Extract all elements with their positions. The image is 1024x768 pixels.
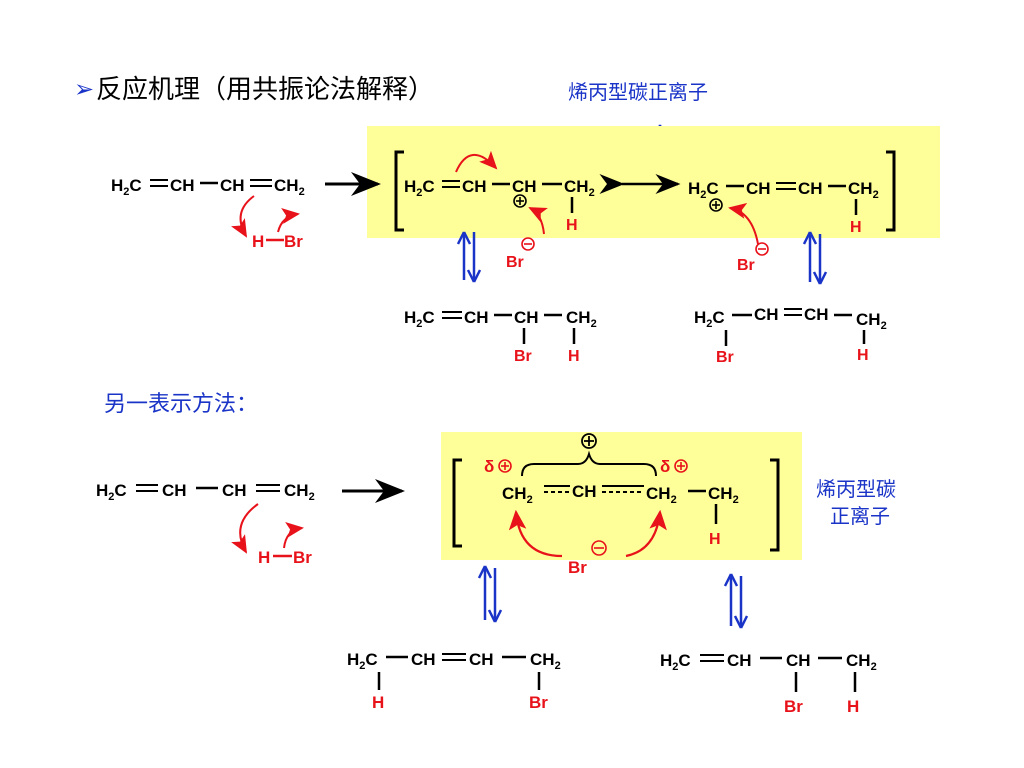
allyl-cation-label-bottom-2: 正离子 (830, 504, 890, 528)
title-bullet: ➢ (74, 76, 94, 103)
bracket-right-top (886, 150, 896, 232)
svg-text:CH2: CH2 (856, 310, 887, 332)
delocalized-allyl-cation: δ δ CH2 CH CH2 CH2 H Br (484, 433, 739, 577)
svg-text:H: H (258, 548, 270, 567)
svg-text:H: H (372, 693, 384, 712)
svg-text:H: H (857, 347, 869, 364)
svg-text:CH2: CH2 (846, 651, 877, 673)
bottom-product-2: H2C CH CH CH2 Br H (660, 651, 877, 716)
svg-text:Br: Br (716, 349, 734, 366)
plus-charge-icon (513, 194, 527, 208)
svg-text:CH2: CH2 (530, 650, 561, 672)
bracket-left-bottom (452, 458, 462, 548)
equilibrium-arrow-bottom-left (477, 565, 503, 623)
svg-text:H2C: H2C (694, 308, 725, 330)
svg-text:CH: CH (572, 482, 597, 501)
svg-text:Br: Br (514, 348, 532, 365)
resonance-form-1: H2C CH CH CH2 H (404, 150, 595, 235)
svg-text:CH2: CH2 (566, 308, 597, 330)
bromide-ion-2: Br (737, 242, 769, 274)
highlight-box-bottom (441, 432, 802, 560)
svg-text:CH: CH (746, 179, 771, 198)
svg-text:H: H (850, 219, 862, 236)
top-product-1: H2C CH CH CH2 Br H (404, 308, 597, 365)
svg-text:H2C: H2C (660, 651, 691, 673)
svg-text:CH: CH (786, 651, 811, 670)
svg-text:CH: CH (798, 179, 823, 198)
svg-text:H: H (566, 217, 578, 234)
svg-text:CH: CH (464, 308, 489, 327)
bottom-reactant: H2C CH CH CH2 H Br (96, 481, 315, 567)
svg-text:H2C: H2C (111, 176, 142, 198)
svg-text:CH: CH (220, 176, 245, 195)
svg-text:CH: CH (469, 650, 494, 669)
svg-text:CH: CH (462, 177, 487, 196)
brace-bottom (521, 450, 657, 477)
svg-text:H: H (709, 531, 721, 548)
svg-text:CH: CH (170, 176, 195, 195)
page-title: 反应机理（用共振论法解释） (96, 75, 434, 105)
svg-text:H2C: H2C (404, 308, 435, 330)
svg-text:CH: CH (754, 305, 779, 324)
svg-text:CH: CH (512, 177, 537, 196)
svg-text:δ: δ (660, 457, 670, 476)
svg-text:CH2: CH2 (848, 179, 879, 201)
plus-charge-icon (709, 198, 723, 212)
svg-text:H: H (847, 697, 859, 716)
resonance-form-2: H2C CH CH CH2 H (688, 179, 879, 245)
plus-charge-icon (581, 433, 597, 449)
svg-text:CH: CH (162, 481, 187, 500)
svg-text:CH: CH (514, 308, 539, 327)
bracket-right-bottom (770, 458, 780, 552)
svg-text:H2C: H2C (688, 179, 719, 201)
allyl-cation-label-bottom-1: 烯丙型碳 (816, 477, 896, 501)
svg-text:CH2: CH2 (274, 176, 305, 198)
svg-text:Br: Br (529, 693, 548, 712)
top-reactant: H2C CH CH CH2 H Br (111, 176, 305, 251)
svg-text:CH: CH (411, 650, 436, 669)
svg-text:CH: CH (222, 481, 247, 500)
svg-text:Br: Br (784, 697, 803, 716)
svg-text:CH2: CH2 (564, 177, 595, 199)
svg-text:Br: Br (293, 548, 312, 567)
svg-text:H2C: H2C (404, 177, 435, 199)
equilibrium-arrow-top-left (456, 231, 482, 283)
svg-text:CH2: CH2 (284, 481, 315, 503)
svg-text:H2C: H2C (96, 481, 127, 503)
allyl-cation-label-top: 烯丙型碳正离子 (568, 80, 708, 104)
equilibrium-arrow-top-right (802, 231, 828, 285)
svg-text:δ: δ (484, 457, 494, 476)
top-product-2: H2C CH CH CH2 Br H (694, 305, 887, 366)
svg-text:Br: Br (506, 254, 524, 271)
svg-text:H: H (568, 348, 580, 365)
svg-text:Br: Br (737, 257, 755, 274)
svg-text:CH2: CH2 (646, 484, 677, 506)
bracket-left-top (394, 150, 404, 232)
svg-text:Br: Br (284, 232, 303, 251)
svg-text:CH: CH (804, 305, 829, 324)
bromide-ion-1: Br (506, 237, 535, 271)
equilibrium-arrow-bottom-right (723, 573, 749, 629)
svg-text:CH2: CH2 (502, 484, 533, 506)
svg-text:CH2: CH2 (708, 484, 739, 506)
svg-text:CH: CH (727, 651, 752, 670)
section2-title: 另一表示方法： (104, 392, 258, 417)
svg-text:Br: Br (568, 558, 587, 577)
svg-text:H2C: H2C (347, 650, 378, 672)
svg-text:H: H (252, 232, 264, 251)
bottom-product-1: H2C CH CH CH2 H Br (347, 650, 561, 712)
